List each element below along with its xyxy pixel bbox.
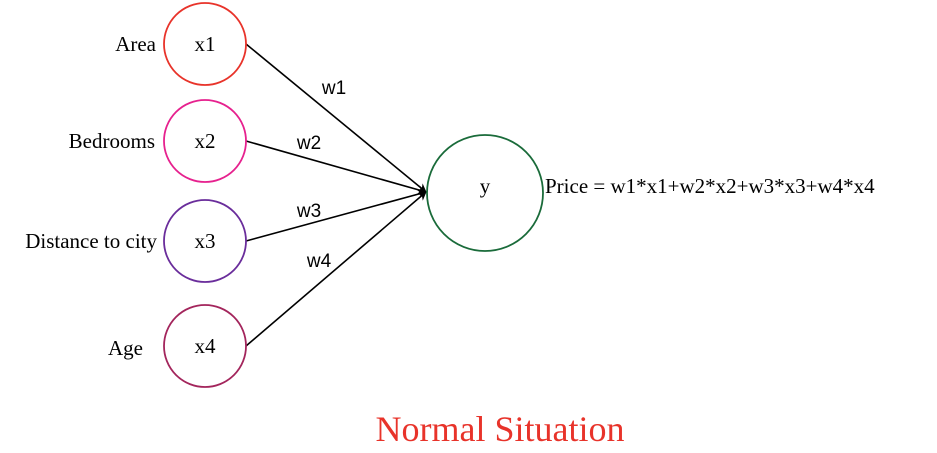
weight-label-w4: w4 [306,251,332,272]
feature-label-bedrooms: Bedrooms [69,129,155,153]
feature-label-distance-to-city: Distance to city [25,229,157,253]
input-node-label: x4 [195,334,217,358]
input-node-label: x3 [195,229,216,253]
input-node-circle [163,2,247,86]
weight-label-w3: w3 [296,201,321,222]
weight-label-w2: w2 [296,133,321,154]
edge-x4-y [245,191,427,347]
input-node-x1: x1 [163,2,247,86]
output-node-label: y [480,174,491,198]
input-node-x4: x4 [163,304,247,388]
input-node-circle [163,304,247,388]
input-node-label: x1 [195,32,216,56]
output-node-circle [426,134,544,252]
input-node-circle [163,199,247,283]
diagram-caption: Normal Situation [376,409,625,449]
weight-connections [245,43,427,347]
input-node-label: x2 [195,129,216,153]
input-node-x2: x2 [163,99,247,183]
edge-x1-y [245,43,427,193]
input-node-x3: x3 [163,199,247,283]
edge-x3-y [245,189,427,242]
output-node-y: y [426,134,544,252]
weight-label-w1: w1 [321,78,346,99]
price-formula: Price = w1*x1+w2*x2+w3*x3+w4*x4 [545,174,875,198]
feature-label-area: Area [115,32,156,56]
feature-label-age: Age [108,336,143,360]
input-node-circle [163,99,247,183]
edge-x2-y [245,140,427,195]
